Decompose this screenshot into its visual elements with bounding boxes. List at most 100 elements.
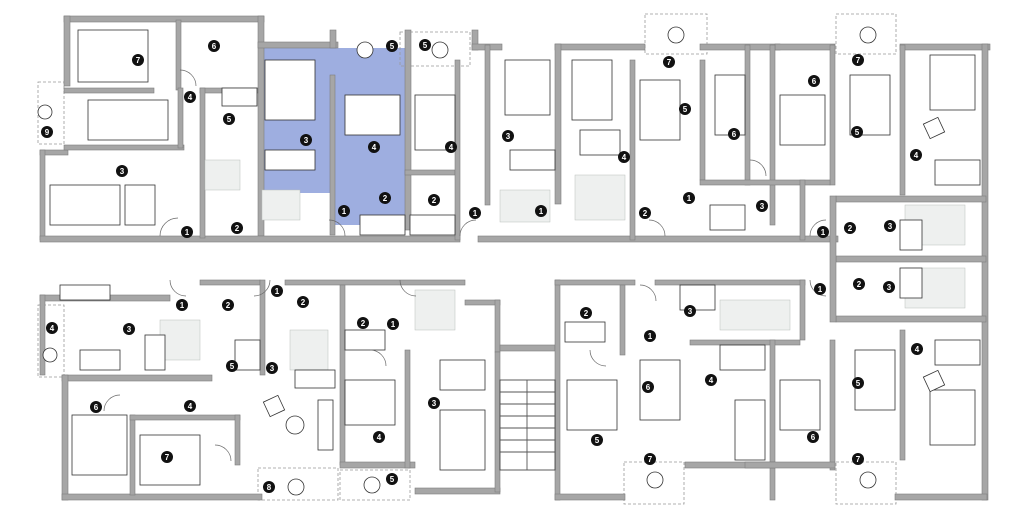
room-number: 6 [646,383,651,392]
room-number: 5 [423,41,428,50]
room-label: 6 [808,75,820,87]
room-number: 1 [185,228,190,237]
balconies [37,13,897,505]
room-label: 3 [883,281,895,293]
room-number: 6 [812,77,817,86]
room-number: 5 [227,115,232,124]
room-label: 5 [386,40,398,52]
room-number: 3 [888,222,893,231]
room-number: 6 [732,130,737,139]
room-number: 6 [212,42,217,51]
room-label: 5 [851,126,863,138]
room-number: 1 [180,301,185,310]
room-label: 4 [184,400,196,412]
room-number: 4 [622,153,627,162]
room-label: 3 [428,397,440,409]
room-number: 1 [275,287,280,296]
room-number: 4 [50,324,55,333]
room-label: 4 [705,374,717,386]
room-number: 2 [301,298,306,307]
room-number: 5 [390,42,395,51]
room-number: 9 [45,128,50,137]
room-number: 7 [165,453,170,462]
room-number: 2 [643,209,648,218]
room-label: 2 [222,299,234,311]
room-number: 2 [857,280,862,289]
room-number: 1 [648,332,653,341]
room-number: 7 [667,58,672,67]
room-label: 6 [728,128,740,140]
room-label: 7 [132,54,144,66]
room-label: 4 [46,322,58,334]
room-number: 4 [372,143,377,152]
room-label: 4 [445,141,457,153]
room-label: 2 [639,207,651,219]
room-number: 3 [760,202,765,211]
room-label: 6 [642,381,654,393]
room-label: 5 [591,434,603,446]
room-number: 2 [235,224,240,233]
room-number: 1 [391,320,396,329]
room-number: 4 [709,376,714,385]
room-label: 3 [300,134,312,146]
room-number: 1 [821,228,826,237]
room-label: 4 [373,431,385,443]
room-label: 1 [271,285,283,297]
room-label: 1 [817,226,829,238]
room-number: 2 [432,196,437,205]
room-number: 5 [855,128,860,137]
room-label: 4 [184,91,196,103]
room-number: 7 [136,56,141,65]
kitchen-tiles [159,159,966,371]
room-number: 3 [688,307,693,316]
room-number: 2 [226,301,231,310]
room-labels: 7 6 4 5 9 3 1 2 3 4 2 1 5 5 4 2 1 3 1 4 … [41,39,923,493]
room-label: 5 [386,473,398,485]
room-number: 5 [230,362,235,371]
room-number: 1 [342,207,347,216]
room-number: 3 [432,399,437,408]
room-label: 4 [911,343,923,355]
room-label: 5 [419,39,431,51]
room-label: 3 [684,305,696,317]
room-label: 7 [852,54,864,66]
room-number: 4 [914,151,919,160]
room-number: 2 [584,309,589,318]
room-number: 4 [188,93,193,102]
room-number: 5 [595,436,600,445]
room-number: 1 [687,194,692,203]
room-label: 3 [116,165,128,177]
room-label: 3 [756,200,768,212]
room-label: 3 [266,362,278,374]
room-number: 8 [267,483,272,492]
room-label: 6 [208,40,220,52]
room-number: 2 [383,194,388,203]
doors [103,69,827,462]
room-label: 2 [379,192,391,204]
room-label: 7 [644,453,656,465]
room-label: 7 [663,56,675,68]
room-number: 6 [94,403,99,412]
room-number: 7 [856,56,861,65]
room-label: 8 [263,481,275,493]
room-label: 5 [679,103,691,115]
room-number: 4 [188,402,193,411]
room-label: 5 [852,377,864,389]
room-number: 2 [361,319,366,328]
room-label: 1 [535,205,547,217]
room-label: 1 [683,192,695,204]
room-number: 4 [915,345,920,354]
room-number: 7 [856,455,861,464]
room-label: 2 [428,194,440,206]
room-label: 1 [181,226,193,238]
room-label: 4 [368,141,380,153]
room-label: 6 [90,401,102,413]
room-label: 1 [387,318,399,330]
room-label: 5 [226,360,238,372]
room-label: 1 [644,330,656,342]
room-number: 6 [811,433,816,442]
room-label: 3 [884,220,896,232]
room-number: 3 [120,167,125,176]
room-number: 3 [127,325,132,334]
